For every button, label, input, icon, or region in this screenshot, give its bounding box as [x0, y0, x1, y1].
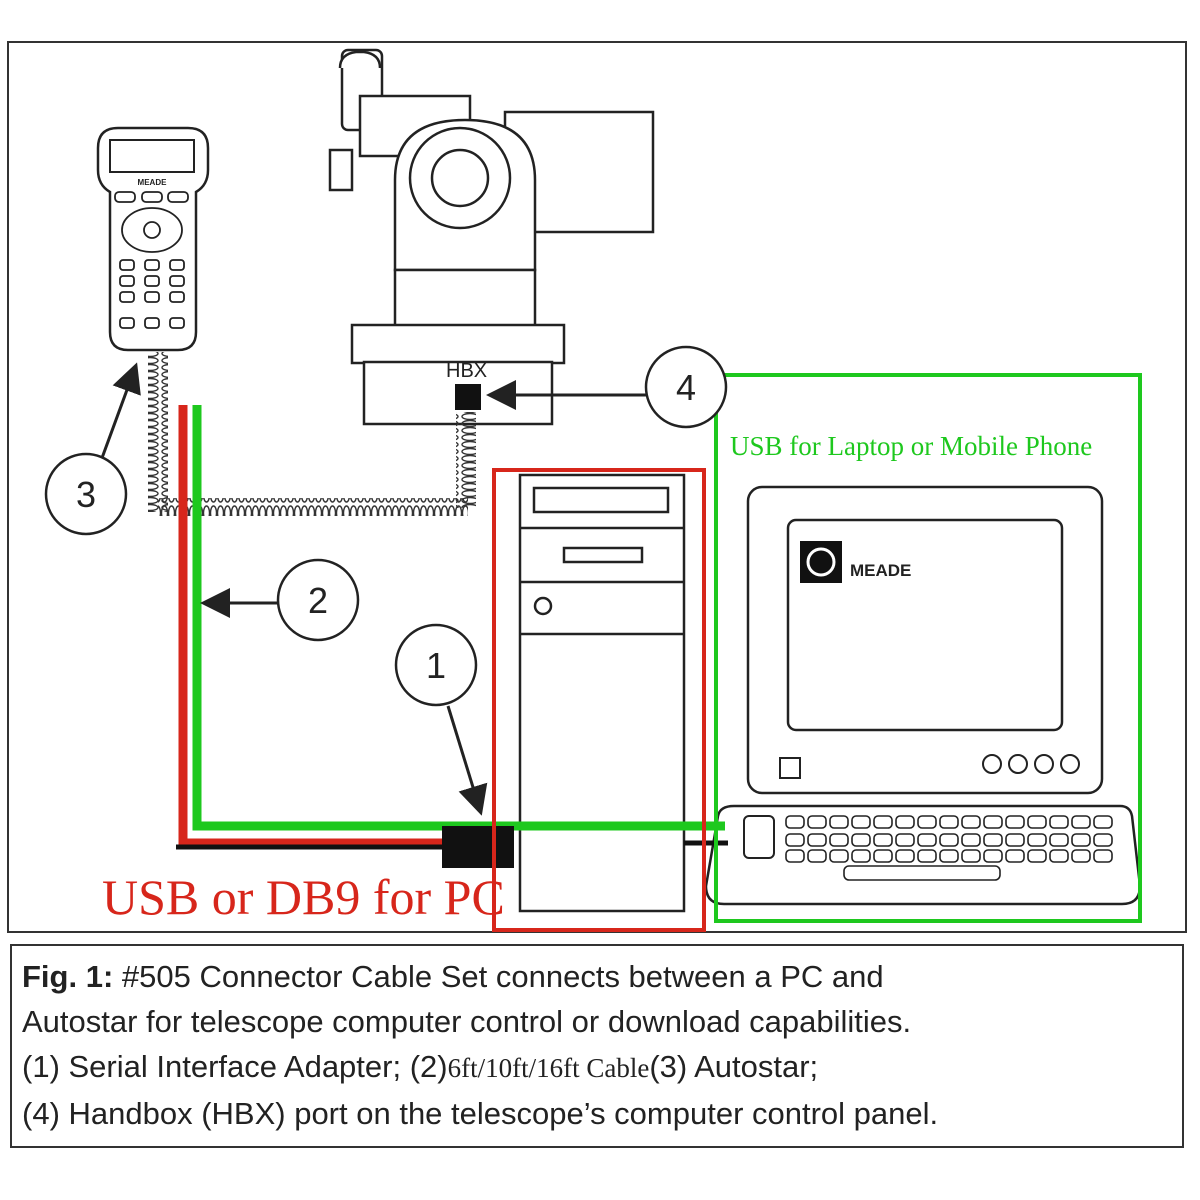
keyboard-key — [939, 833, 959, 847]
meade-logo-icon — [800, 541, 842, 583]
hbx-label: HBX — [446, 360, 487, 382]
keyboard-key — [1093, 849, 1113, 863]
hbx-port — [455, 384, 481, 410]
usb-laptop-label: USB for Laptop or Mobile Phone — [730, 431, 1092, 461]
keyboard-key — [1049, 849, 1069, 863]
keyboard-key — [851, 849, 871, 863]
keyboard-key — [961, 833, 981, 847]
keyboard-key — [785, 833, 805, 847]
keyboard-key — [873, 833, 893, 847]
green-cable — [192, 405, 725, 831]
arrow-3 — [100, 362, 141, 459]
keyboard-key — [1071, 815, 1091, 829]
keyboard-key — [961, 815, 981, 829]
monitor-brand: MEADE — [850, 561, 911, 580]
callout-4: 4 — [676, 367, 696, 408]
handbox-keypad — [114, 191, 189, 329]
cable-length-text: 6ft/10ft/16ft Cable — [447, 1053, 650, 1083]
figure-caption: Fig. 1: #505 Connector Cable Set connect… — [10, 944, 1184, 1148]
keyboard-key — [785, 849, 805, 863]
callout-3-circle — [44, 452, 128, 536]
keyboard-key — [807, 849, 827, 863]
keyboard-key — [1027, 849, 1047, 863]
pc-highlight-box — [492, 468, 706, 932]
caption-line-1: Fig. 1: #505 Connector Cable Set connect… — [22, 954, 1172, 999]
callout-3: 3 — [76, 474, 96, 515]
keyboard-key — [917, 815, 937, 829]
keyboard-key — [895, 833, 915, 847]
coil-cable-handbox — [148, 352, 168, 512]
meade-logo-mark — [806, 547, 836, 577]
keyboard-key — [917, 849, 937, 863]
caption-line-3-b: (3) Autostar; — [649, 1049, 819, 1084]
telescope — [328, 48, 655, 426]
monitor — [746, 485, 1104, 795]
callout-2-circle — [276, 558, 360, 642]
keyboard-key — [917, 833, 937, 847]
callout-1-circle — [394, 623, 478, 707]
coil-cable-horizontal — [158, 498, 468, 516]
keyboard-key — [939, 815, 959, 829]
keyboard-key — [785, 815, 805, 829]
keyboard-key — [851, 815, 871, 829]
keyboard-keys — [785, 815, 1113, 863]
keyboard-key — [983, 815, 1003, 829]
keyboard-key — [1071, 849, 1091, 863]
keyboard-key — [829, 833, 849, 847]
keyboard-key — [1049, 815, 1069, 829]
keyboard-key — [939, 849, 959, 863]
pc-tower — [518, 473, 686, 913]
keyboard-key — [961, 849, 981, 863]
caption-line-4: (4) Handbox (HBX) port on the telescope’… — [22, 1096, 939, 1131]
keyboard-key — [1005, 849, 1025, 863]
caption-line-1-text: #505 Connector Cable Set connects betwee… — [113, 959, 884, 994]
keyboard-key — [873, 815, 893, 829]
red-cable — [178, 405, 450, 848]
keyboard-key — [1005, 833, 1025, 847]
laptop-highlight-box — [714, 373, 1142, 923]
keyboard-key — [1027, 815, 1047, 829]
caption-line-3-a: (1) Serial Interface Adapter; (2) — [22, 1049, 448, 1084]
callout-4-circle — [644, 345, 728, 429]
callout-2: 2 — [308, 580, 328, 621]
keyboard-key — [873, 849, 893, 863]
keyboard-key — [1093, 815, 1113, 829]
keyboard-key — [851, 833, 871, 847]
serial-interface-adapter — [442, 826, 514, 868]
coil-cable-hbx — [456, 412, 476, 508]
keyboard-key — [1093, 833, 1113, 847]
keyboard-key — [983, 833, 1003, 847]
keyboard-key — [895, 849, 915, 863]
caption-line-3: (1) Serial Interface Adapter; (2)6ft/10f… — [22, 1044, 1172, 1091]
keyboard-key — [1071, 833, 1091, 847]
keyboard-key — [1005, 815, 1025, 829]
callout-1: 1 — [426, 645, 446, 686]
keyboard-key — [829, 815, 849, 829]
caption-line-2: Autostar for telescope computer control … — [22, 1004, 912, 1039]
arrow-1 — [446, 705, 488, 816]
keyboard-key — [1049, 833, 1069, 847]
keyboard-spacebar — [843, 865, 1001, 881]
keyboard-key — [983, 849, 1003, 863]
keyboard-key — [1027, 833, 1047, 847]
fig-label: Fig. 1: — [22, 959, 114, 994]
keyboard-key — [807, 815, 827, 829]
keyboard-key — [807, 833, 827, 847]
usb-pc-label: USB or DB9 for PC — [102, 869, 505, 925]
keyboard-key — [895, 815, 915, 829]
keyboard-key — [829, 849, 849, 863]
handbox-brand: MEADE — [138, 178, 168, 187]
